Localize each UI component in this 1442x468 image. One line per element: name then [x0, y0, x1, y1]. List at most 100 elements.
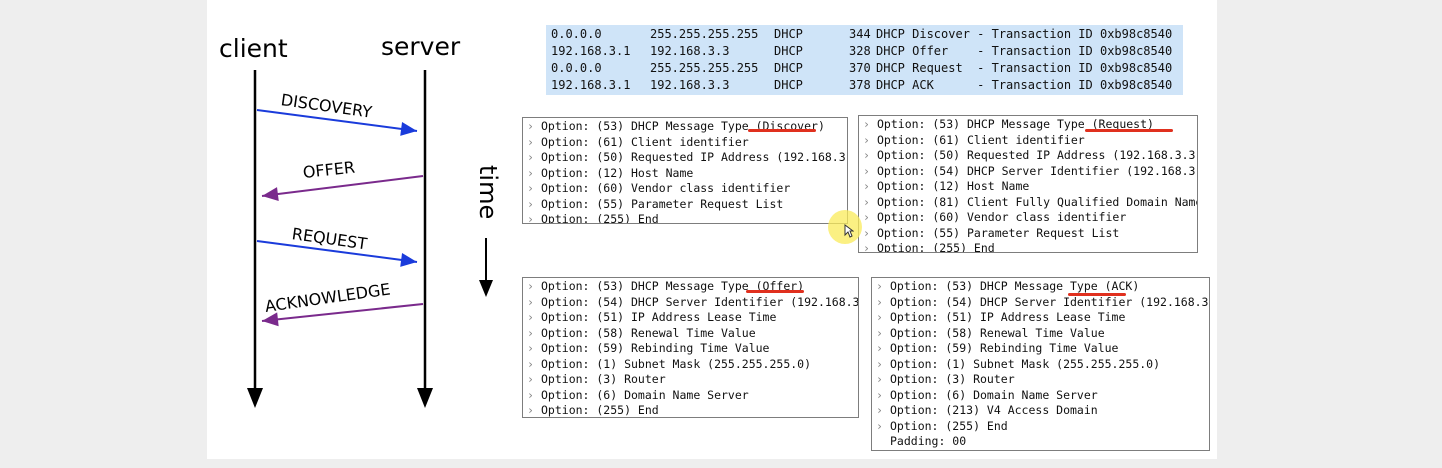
option-line[interactable]: ›Option: (81) Client Fully Qualified Dom… [863, 194, 1197, 210]
option-line[interactable]: › Option: (51) IP Address Lease Time [876, 310, 1125, 325]
option-line[interactable]: › Option: (53) DHCP Message Type (Discove… [527, 119, 825, 134]
option-line[interactable]: ›Option: (51) IP Address Lease Time [527, 310, 776, 325]
option-line[interactable]: ›Option: (213) V4 Access Domain [876, 403, 1098, 418]
option-line[interactable]: ›Option: (59) Rebinding Time Value [527, 341, 769, 356]
option-line[interactable]: › Option: (3) Router [527, 372, 666, 387]
packet-src: 192.168.3.1 [551, 78, 631, 92]
option-line[interactable]: ›Option: (58) Renewal Time Value [876, 326, 1105, 341]
message-arrow-acknowledge [261, 303, 424, 322]
chevron-right-icon[interactable]: › [527, 165, 534, 180]
chevron-right-icon[interactable]: › [527, 181, 534, 195]
packet-proto: DHCP [774, 78, 803, 92]
option-line[interactable]: ›Option: (1) Subnet Mask (255.255.255.0) [527, 357, 811, 372]
option-line[interactable]: ›Option: (61) Client identifier [527, 135, 749, 150]
option-line[interactable]: ›Option: (54) DHCP Server Identifier (19… [863, 163, 1197, 179]
chevron-right-icon[interactable]: › [876, 403, 883, 417]
chevron-right-icon[interactable]: › [527, 294, 534, 309]
option-line[interactable]: › Option: (255) End [527, 403, 659, 417]
option-line[interactable]: ›Option: (255) End [527, 212, 659, 224]
chevron-right-icon[interactable]: › [527, 150, 534, 164]
option-line[interactable]: ›Option: (53) DHCP Message Type (Request… [863, 117, 1154, 132]
option-line[interactable]: › Option: (61) Client identifier [863, 133, 1085, 148]
chevron-right-icon[interactable]: › [876, 372, 883, 386]
option-text: Option: (3) Router [541, 372, 666, 386]
chevron-right-icon[interactable]: › [863, 163, 870, 178]
chevron-right-icon[interactable]: › [876, 294, 883, 309]
option-text: Option: (51) IP Address Lease Time [890, 310, 1126, 324]
discover-options-pane: › Option: (53) DHCP Message Type (Discove… [522, 117, 848, 224]
option-line[interactable]: › Option: (12) Host Name [863, 179, 1029, 194]
option-line[interactable]: ›Option: (255) End [876, 419, 1008, 434]
ack-options-pane: ›Option: (53) DHCP Message Type (ACK)›Op… [871, 277, 1210, 451]
option-line[interactable]: › Option: (54) DHCP Server Identifier (19… [876, 294, 1210, 310]
option-text: Option: (53) DHCP Message Type (Discover… [541, 119, 825, 133]
chevron-right-icon[interactable]: › [863, 117, 870, 131]
packet-proto: DHCP [774, 44, 803, 58]
option-line[interactable]: ›Option: (54) DHCP Server Identifier (19… [527, 294, 858, 310]
option-line[interactable]: ›Option: (55) Parameter Request List [527, 197, 783, 212]
chevron-right-icon[interactable]: › [527, 356, 534, 371]
chevron-right-icon[interactable]: › [527, 212, 534, 224]
chevron-right-icon[interactable]: › [863, 194, 870, 209]
chevron-right-icon[interactable]: › [863, 132, 870, 147]
chevron-right-icon[interactable]: › [527, 279, 534, 293]
chevron-right-icon[interactable]: › [876, 279, 883, 293]
chevron-right-icon[interactable]: › [527, 403, 534, 417]
packet-dst: 192.168.3.3 [650, 44, 730, 58]
chevron-right-icon[interactable]: › [863, 148, 870, 162]
server-label: server [381, 32, 461, 61]
chevron-right-icon[interactable]: › [863, 210, 870, 224]
chevron-right-icon[interactable]: › [527, 341, 534, 355]
chevron-right-icon[interactable]: › [876, 325, 883, 340]
option-line[interactable]: ›Option: (3) Router [876, 372, 1015, 387]
option-line[interactable]: ›Option: (6) Domain Name Server [527, 388, 749, 403]
option-line[interactable]: ›Option: (60) Vendor class identifier [527, 181, 790, 196]
cursor-pointer-icon [844, 224, 854, 238]
chevron-right-icon[interactable]: › [863, 241, 870, 253]
option-line[interactable]: ›Option: (53) DHCP Message Type (ACK) [876, 279, 1139, 294]
chevron-right-icon[interactable]: › [876, 310, 883, 324]
option-line[interactable]: ›Option: (1) Subnet Mask (255.255.255.0) [876, 357, 1160, 372]
option-line[interactable]: › Option: (255) End [863, 241, 995, 253]
option-line[interactable]: ›Option: (55) Parameter Request List [863, 226, 1119, 241]
packet-dst: 255.255.255.255 [650, 27, 759, 41]
chevron-right-icon[interactable]: › [527, 119, 534, 133]
option-line[interactable]: ›Option: (58) Renewal Time Value [527, 326, 756, 341]
chevron-right-icon[interactable]: › [863, 225, 870, 240]
chevron-right-icon[interactable]: › [863, 179, 870, 193]
option-line[interactable]: ›Option: (53) DHCP Message Type (Offer) [527, 279, 804, 294]
chevron-right-icon[interactable]: › [527, 325, 534, 340]
option-text: Option: (61) Client identifier [877, 132, 1085, 147]
option-text: Option: (60) Vendor class identifier [877, 210, 1127, 224]
option-line[interactable]: ›Option: (12) Host Name [527, 166, 693, 181]
chevron-right-icon[interactable]: › [876, 418, 883, 433]
chevron-right-icon[interactable]: › [527, 134, 534, 149]
chevron-right-icon[interactable]: › [527, 196, 534, 211]
chevron-right-icon[interactable]: › [527, 310, 534, 324]
option-text: Option: (12) Host Name [877, 179, 1030, 193]
packet-len: 328 [849, 44, 871, 58]
option-line[interactable]: ›Option: (50) Requested IP Address (192.… [863, 148, 1197, 163]
chevron-right-icon[interactable]: › [527, 387, 534, 402]
option-text: Option: (255) End [541, 403, 659, 417]
message-arrowhead-request [400, 252, 417, 267]
option-line[interactable]: ›Option: (50) Requested IP Address (192.… [527, 150, 847, 165]
chevron-right-icon[interactable]: › [876, 341, 883, 355]
chevron-right-icon[interactable]: › [876, 356, 883, 371]
request-options-pane: ›Option: (53) DHCP Message Type (Request… [858, 115, 1198, 253]
option-line[interactable]: ›Option: (59) Rebinding Time Value [876, 341, 1118, 356]
option-line[interactable]: › Option: (60) Vendor class identifier [863, 210, 1126, 225]
client-lifeline-arrowhead [247, 388, 263, 408]
option-line[interactable]: ›Option: (6) Domain Name Server [876, 388, 1098, 403]
time-arrow-head [479, 280, 493, 297]
option-text: Option: (255) End [877, 241, 995, 253]
option-text: Option: (54) DHCP Server Identifier (192… [890, 294, 1210, 309]
chevron-right-icon[interactable]: › [527, 372, 534, 386]
chevron-right-icon[interactable]: › [876, 387, 883, 402]
offer-underline [746, 290, 804, 293]
